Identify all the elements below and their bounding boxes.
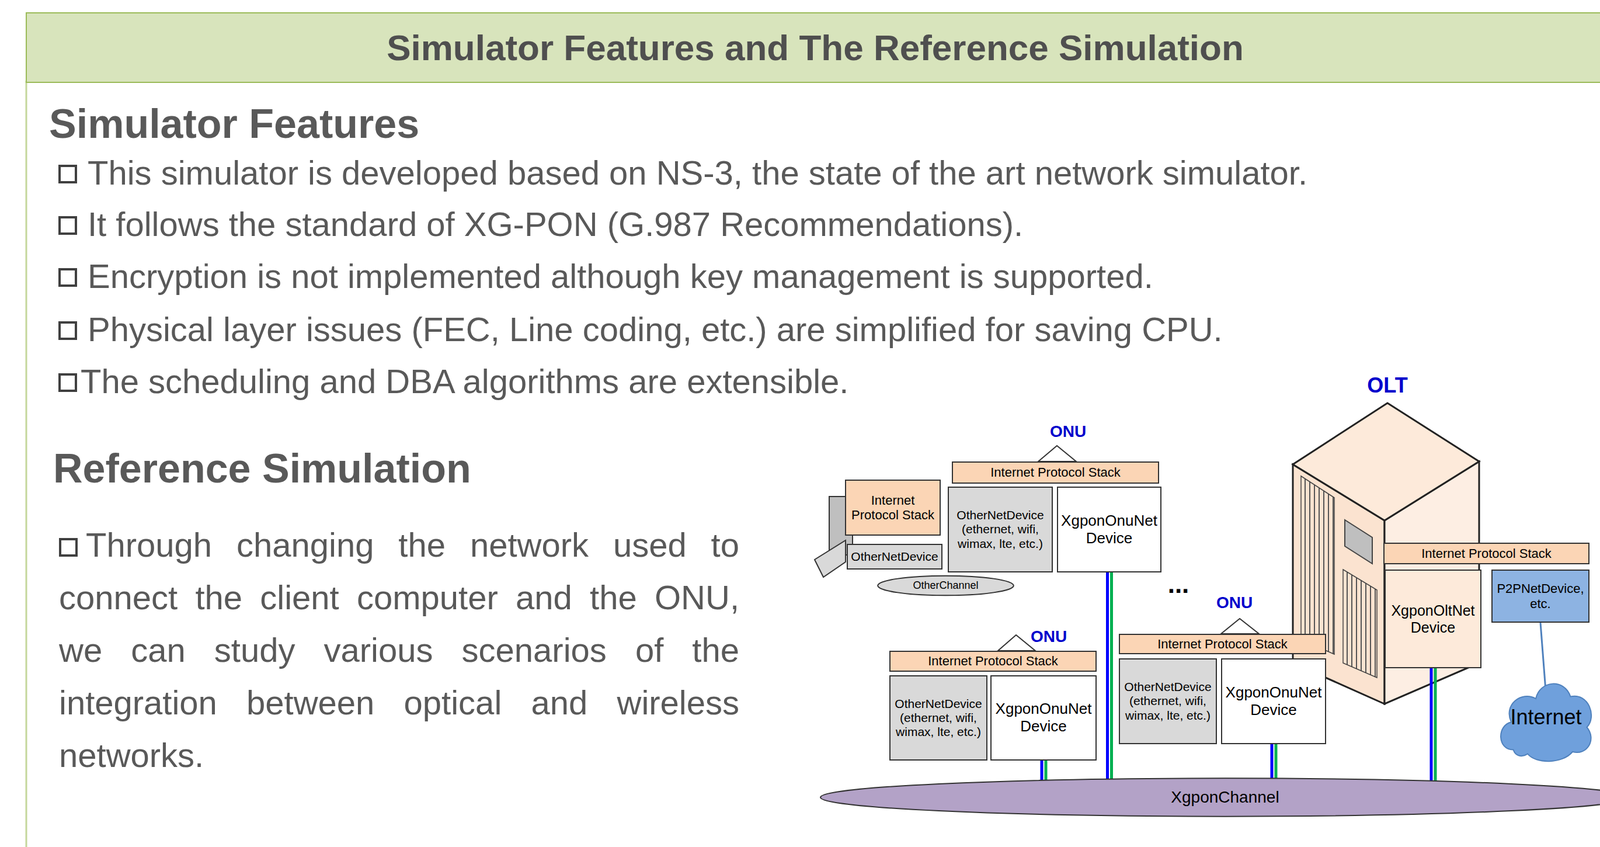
fiber-link [1041, 760, 1046, 782]
bullet-box [58, 164, 78, 184]
protocol-stack-box: Internet Protocol Stack [1383, 542, 1590, 565]
computer-keyboard [814, 540, 846, 577]
bullet-box [58, 268, 78, 287]
node-text: Internet Protocol Stack [1421, 545, 1552, 561]
node-text: OtherNetDevice [850, 549, 938, 564]
node-text: XgponOltNet Device [1388, 602, 1478, 636]
channel-ellipse: OtherChannel [877, 575, 1015, 596]
title-band: Simulator Features and The Reference Sim… [25, 12, 1600, 83]
ellipse-fill [877, 575, 1014, 596]
bullet-box [58, 373, 78, 392]
bullet-text: It follows the standard of XG-PON (G.987… [87, 204, 1024, 244]
paragraph-box: Through changing the network used to con… [58, 518, 740, 782]
node-text: XgponOnuNet Device [1225, 683, 1323, 719]
link-line [1110, 572, 1113, 781]
onu-label: ONU [1216, 593, 1253, 612]
net-device-box: OtherNetDevice [846, 543, 943, 570]
protocol-stack-box: Internet Protocol Stack [889, 650, 1097, 672]
olt-label: OLT [1367, 373, 1408, 398]
onu-label: ONU [1049, 422, 1087, 441]
onu-roof [1038, 445, 1077, 462]
olt-vent [1343, 569, 1377, 678]
xgpon-device-box: XgponOnuNet Device [1056, 486, 1162, 573]
xgpon-device-box: XgponOltNet Device [1384, 569, 1482, 669]
bullet-text: Encryption is not implemented although k… [87, 256, 1154, 296]
onu-label-box: ONU [1216, 593, 1253, 612]
bullet-text-box: Encryption is not implemented although k… [58, 256, 1554, 296]
bullet-text: Physical layer issues (FEC, Line coding,… [87, 309, 1223, 349]
section-heading-box: Reference Simulation [53, 444, 472, 492]
xgpon-device-box: XgponOnuNet Device [990, 675, 1097, 761]
bullet-box [58, 321, 78, 340]
node-text: XgponOnuNet Device [994, 700, 1093, 736]
ellipsis-box: ... [1167, 569, 1190, 599]
node-text: Internet Protocol Stack [849, 492, 937, 523]
olt-vent [1301, 475, 1335, 655]
node-text: Internet Protocol Stack [1157, 636, 1288, 652]
link-line [1274, 743, 1278, 780]
net-device-box: OtherNetDevice (ethernet, wifi, wimax, l… [889, 675, 988, 761]
node-text: XgponOnuNet Device [1061, 512, 1158, 548]
link-line [1434, 668, 1438, 782]
onu-roof [997, 634, 1036, 651]
node-text: OtherNetDevice (ethernet, wifi, wimax, l… [951, 508, 1049, 551]
net-device-box: P2PNetDevice, etc. [1491, 569, 1590, 623]
olt-panel [1344, 519, 1373, 564]
onu-label: ONU [1030, 627, 1067, 646]
bullet-text-box: It follows the standard of XG-PON (G.987… [58, 204, 1554, 244]
link-line [1540, 622, 1547, 695]
node-text: P2PNetDevice, etc. [1495, 581, 1586, 611]
cloud-fill [1500, 683, 1592, 762]
net-device-box: OtherNetDevice (ethernet, wifi, wimax, l… [1118, 658, 1217, 744]
node-text: OtherNetDevice (ethernet, wifi, wimax, l… [1122, 679, 1213, 722]
link-line [1040, 760, 1044, 782]
fiber-link [1107, 572, 1112, 781]
panel-border [25, 80, 28, 847]
node-text: OtherNetDevice (ethernet, wifi, wimax, l… [893, 696, 984, 739]
fiber-link [1431, 668, 1436, 782]
section-heading-box: Simulator Features [49, 100, 420, 148]
internet-cloud: Internet [1494, 665, 1598, 768]
protocol-stack-box: Internet Protocol Stack [844, 479, 941, 536]
section-heading: Simulator Features [49, 101, 420, 147]
bullet-text-box: This simulator is developed based on NS-… [58, 152, 1554, 193]
onu-roof [1221, 618, 1259, 634]
protocol-stack-box: Internet Protocol Stack [1118, 633, 1327, 655]
title: Simulator Features and The Reference Sim… [386, 26, 1244, 69]
fiber-link [1540, 622, 1547, 695]
bullet-text: The scheduling and DBA algorithms are ex… [80, 361, 849, 401]
link-line [1270, 743, 1274, 780]
onu-label-box: ONU [1030, 627, 1067, 646]
bullet-box [58, 537, 78, 557]
node-text: Internet Protocol Stack [927, 653, 1059, 669]
onu-label-box: ONU [1049, 422, 1087, 441]
olt-label-box: OLT [1367, 373, 1408, 398]
node-text: Internet Protocol Stack [990, 464, 1121, 480]
node-text: XgponChannel [1170, 787, 1279, 807]
protocol-stack-box: Internet Protocol Stack [951, 461, 1160, 484]
node-text: OtherChannel [912, 579, 979, 592]
ellipsis: ... [1167, 569, 1190, 598]
net-device-box: OtherNetDevice (ethernet, wifi, wimax, l… [947, 486, 1053, 573]
fiber-link [1271, 743, 1276, 780]
link-line [1430, 668, 1433, 782]
bullet-text-box: Physical layer issues (FEC, Line coding,… [58, 309, 1554, 349]
xgpon-device-box: XgponOnuNet Device [1221, 658, 1327, 744]
link-line [1044, 760, 1048, 782]
channel-ellipse: XgponChannel [816, 777, 1600, 817]
link-line [1105, 572, 1109, 781]
ellipse-fill [820, 777, 1600, 816]
paragraph: Through changing the network used to con… [58, 525, 740, 774]
section-heading: Reference Simulation [53, 445, 472, 492]
bullet-text-box: The scheduling and DBA algorithms are ex… [58, 361, 1554, 401]
bullet-text: This simulator is developed based on NS-… [87, 152, 1308, 193]
bullet-box [58, 216, 78, 235]
node-text: Internet [1510, 704, 1582, 729]
